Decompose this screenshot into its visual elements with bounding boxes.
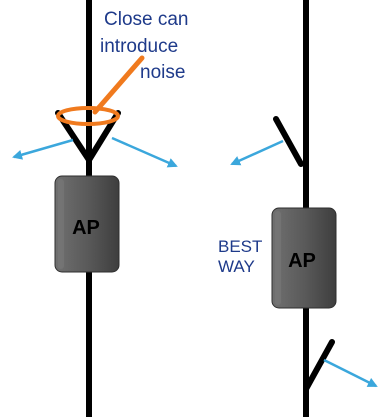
best-way-line-1: BEST (218, 237, 263, 256)
left-ap-device: AP (54, 175, 120, 273)
left-signal-arrow-left (12, 138, 74, 160)
annotation-line-2: introduce (100, 36, 179, 57)
right-upper-antenna (273, 116, 304, 167)
left-mounting: AP (12, 0, 178, 417)
right-upper-signal-arrow (230, 139, 284, 166)
best-way-line-2: WAY (218, 257, 255, 276)
left-signal-arrow-right (111, 136, 178, 168)
right-ap-label: AP (288, 250, 316, 272)
right-lower-signal-arrow (323, 358, 378, 388)
right-ap-device: AP (271, 207, 337, 309)
noise-ring (56, 106, 120, 126)
noise-callout-line (92, 55, 145, 115)
left-ap-label: AP (72, 217, 100, 239)
right-lower-antenna (303, 339, 335, 392)
annotation-line-1: Close can (104, 9, 189, 30)
right-mounting: AP (230, 0, 378, 417)
annotation-line-3: noise (140, 62, 186, 83)
